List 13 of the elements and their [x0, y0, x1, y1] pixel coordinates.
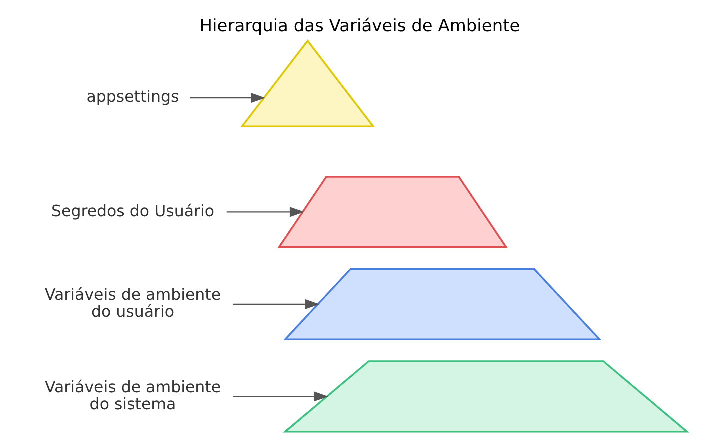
node-trapezium: [283, 268, 602, 341]
diagram-title: Hierarquia das Variáveis de Ambiente: [200, 16, 520, 37]
arrow: [226, 207, 305, 218]
arrow: [233, 299, 320, 310]
node-text: Variáveis de ambiente do sistema: [44, 377, 222, 414]
node-text: Variáveis de ambiente do usuário: [44, 285, 222, 322]
node-triangle: [240, 40, 376, 128]
node-text: appsettings: [86, 87, 180, 106]
node-trapezium: [282, 360, 690, 433]
node-text: Segredos do Usuário: [51, 201, 215, 220]
arrow: [233, 392, 329, 402]
node-trapezium: [278, 176, 508, 248]
arrow: [190, 92, 266, 104]
